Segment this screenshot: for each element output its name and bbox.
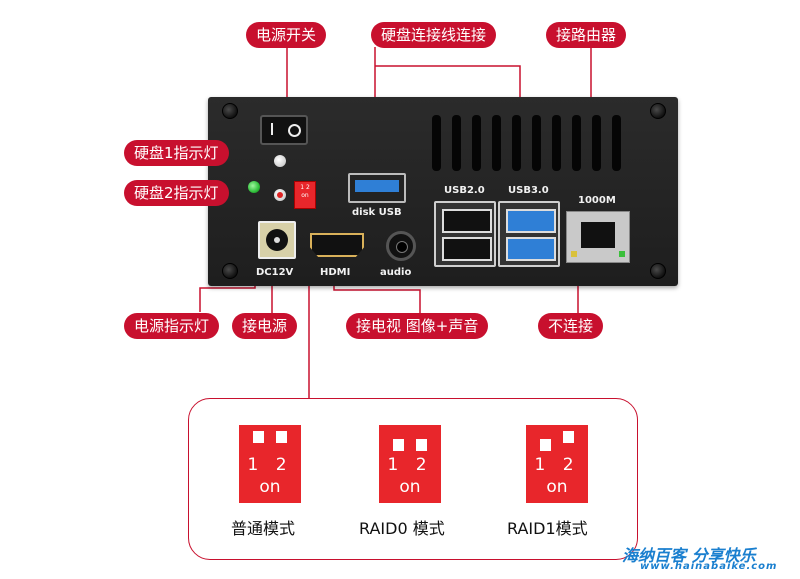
dc-power-jack[interactable] [258,221,296,259]
power-led-icon [248,181,260,193]
raid-mode-panel: 1 2 on 普通模式 1 2 on RAID0 模式 1 2 on RAID1… [188,398,638,560]
watermark-url: www.hainabaike.com [640,561,778,572]
vent-slot [512,115,521,171]
dip-numbers: 1 2 [387,455,433,475]
dip-switch[interactable]: 1 2 on [294,181,316,209]
usb3-label: USB3.0 [508,185,549,196]
vent-slot [612,115,621,171]
mode-label-normal: 普通模式 [231,519,296,538]
audio-jack[interactable] [386,231,416,261]
callout-hdd2-led: 硬盘2指示灯 [124,180,229,206]
callout-hdd1-led: 硬盘1指示灯 [124,140,229,166]
dip-on-label: on [546,477,568,497]
dip-on-label: on [259,477,281,497]
vent-slot [552,115,561,171]
screw-icon [222,103,238,119]
disk-usb-port[interactable] [348,173,406,203]
dip-on-label: on [399,477,421,497]
lan-label: 1000M [578,195,616,206]
dip-numbers: 1 2 [247,455,293,475]
usb2-port-stack[interactable] [434,201,496,267]
nas-device-rear-panel: 1 2 on disk USB USB2.0 USB3.0 1000M DC12… [208,97,678,286]
usb3-port-stack[interactable] [498,201,560,267]
callout-power-led: 电源指示灯 [124,313,220,339]
dip-on-label: on [301,192,309,199]
usb2-label: USB2.0 [444,185,485,196]
hdmi-port[interactable] [310,233,364,257]
callout-power-switch: 电源开关 [246,22,327,48]
dip-numbers: 1 2 [300,184,310,191]
callout-router: 接路由器 [546,22,627,48]
screw-icon [650,263,666,279]
power-switch[interactable] [260,115,308,145]
dc-label: DC12V [256,267,294,278]
audio-label: audio [380,267,412,278]
disk-usb-label: disk USB [352,207,402,218]
watermark-title: 海纳百客 分享快乐 [622,546,756,565]
dip-numbers: 1 2 [534,455,580,475]
vent-slot [532,115,541,171]
vent-slot [432,115,441,171]
hdmi-label: HDMI [320,267,351,278]
hdd2-led-icon [274,189,286,201]
vent-slot [572,115,581,171]
vent-slot [452,115,461,171]
mode-label-raid0: RAID0 模式 [359,519,445,538]
hdd1-led-icon [274,155,286,167]
screw-icon [222,263,238,279]
watermark: 海纳百客 分享快乐 www.hainabaike.com [622,542,776,572]
mode-label-raid1: RAID1模式 [507,519,588,538]
dip-mode-normal: 1 2 on [239,425,301,503]
callout-hdd-cable: 硬盘连接线连接 [371,22,497,48]
lan-port[interactable] [566,211,630,263]
vent-slot [472,115,481,171]
vent-slot [592,115,601,171]
dip-mode-raid1: 1 2 on [526,425,588,503]
vent-slot [492,115,501,171]
screw-icon [650,103,666,119]
callout-no-connect: 不连接 [538,313,604,339]
callout-tv: 接电视 图像+声音 [346,313,489,339]
dip-mode-raid0: 1 2 on [379,425,441,503]
callout-power-in: 接电源 [232,313,298,339]
